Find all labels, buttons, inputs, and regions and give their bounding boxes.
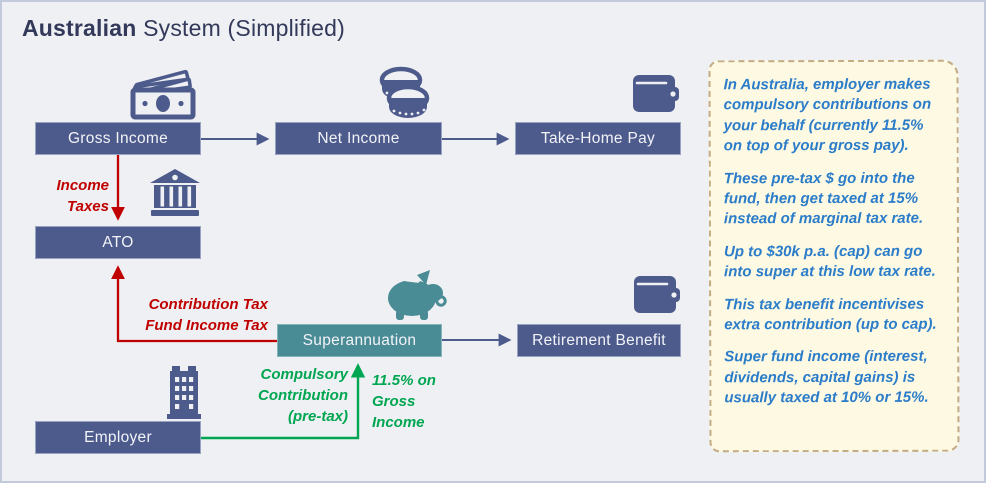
bank-building-icon <box>150 169 200 216</box>
office-building-icon <box>167 366 201 419</box>
retirement-benefit-label: Retirement Benefit <box>532 331 666 349</box>
title-bold: Australian <box>22 15 137 41</box>
note-paragraph: In Australia, employer makes compulsory … <box>723 75 932 155</box>
wallet-icon <box>633 75 679 112</box>
annotation-note: In Australia, employer makes compulsory … <box>708 59 960 453</box>
page-title: Australian System (Simplified) <box>22 15 345 42</box>
flow-node-employer: Employer <box>35 421 201 454</box>
note-paragraph: Up to $30k p.a. (cap) can go into super … <box>723 242 936 281</box>
net-income-label: Net Income <box>317 129 400 147</box>
ato-label: ATO <box>102 233 134 251</box>
piggy-bank-icon <box>388 270 447 320</box>
title-rest: System (Simplified) <box>136 15 345 41</box>
flow-node-gross-income: Gross Income <box>35 122 201 155</box>
contribution-tax-label: Contribution Tax Fund Income Tax <box>145 296 268 334</box>
note-paragraph: These pre-tax $ go into the fund, then g… <box>723 169 924 228</box>
superannuation-label: Superannuation <box>302 331 417 349</box>
flow-node-superannuation: Superannuation <box>277 324 442 357</box>
coin-stack-icon <box>379 66 430 118</box>
flow-node-retirement-benefit: Retirement Benefit <box>517 324 681 357</box>
pre-tax-line: (pre-tax) <box>287 408 348 425</box>
gross-income-label: Gross Income <box>67 129 169 147</box>
note-paragraph: Super fund income (interest, dividends, … <box>724 348 929 407</box>
wallet-icon <box>634 276 680 313</box>
note-paragraph: This tax benefit incentivises extra cont… <box>724 295 937 334</box>
rate-label: 11.5% on Gross Income <box>372 372 436 431</box>
compulsory-contribution-label: Compulsory Contribution (pre-tax) <box>222 364 348 427</box>
flow-node-ato: ATO <box>35 226 201 259</box>
flow-node-take-home-pay: Take-Home Pay <box>515 122 681 155</box>
employer-label: Employer <box>84 428 152 446</box>
income-taxes-label: Income Taxes <box>56 177 109 215</box>
take-home-pay-label: Take-Home Pay <box>540 129 656 147</box>
flow-node-net-income: Net Income <box>275 122 442 155</box>
banknotes-icon <box>130 69 196 120</box>
